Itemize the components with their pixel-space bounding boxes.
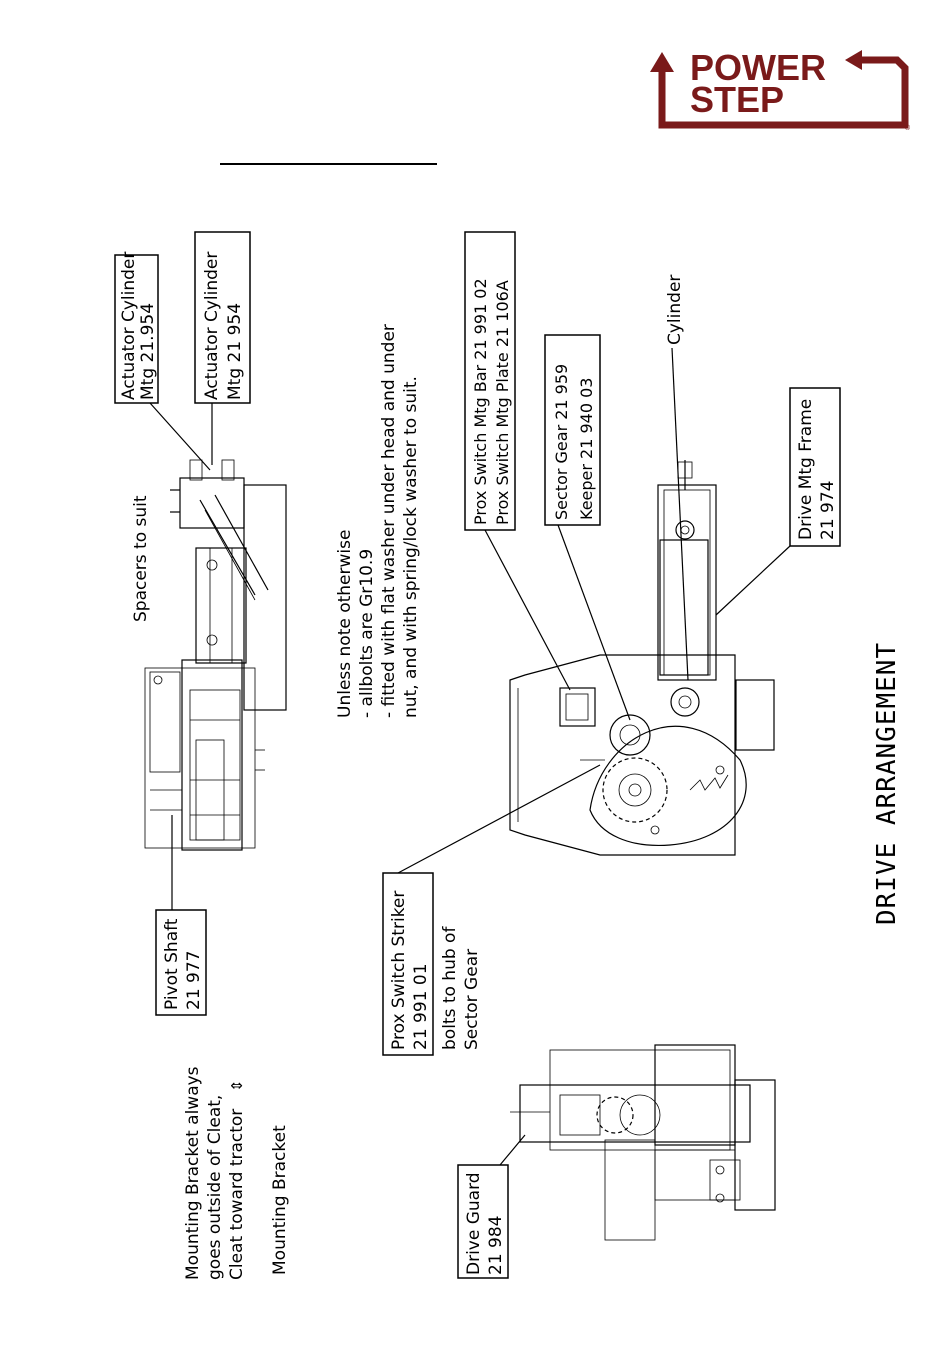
drive-guard-line2: 21 984 — [486, 1216, 506, 1275]
logo-frame-icon — [658, 56, 909, 129]
drive-frame-line1: Drive Mtg Frame — [796, 399, 816, 540]
prox-bar-line1: Prox Switch Mtg Bar 21 991 02 — [471, 278, 490, 525]
bolts-note-line4: nut, and with spring/lock washer to suit… — [401, 376, 421, 718]
label-sector-gear: Sector Gear 21 959 Keeper 21 940 03 — [544, 334, 631, 721]
actuator-a-line1: Actuator Cylinder — [119, 252, 139, 400]
top-view-drawing — [144, 459, 287, 851]
pivot-line1: Pivot Shaft — [162, 918, 182, 1010]
side-view-drawing — [509, 460, 775, 856]
drive-frame-line2: 21 974 — [818, 481, 838, 540]
drive-guard-line1: Drive Guard — [464, 1172, 484, 1275]
prox-bar-line2: Prox Switch Mtg Plate 21 106A — [493, 280, 512, 525]
logo-reg: ® — [904, 124, 911, 132]
bolts-note-line2: - allbolts are Gr10.9 — [357, 549, 377, 718]
spacers-label: Spacers to suit — [131, 495, 151, 622]
actuator-a-line2: Mtg 21.954 — [138, 303, 158, 400]
label-cylinder: Cylinder — [665, 275, 689, 681]
striker-note-line2: Sector Gear — [462, 949, 482, 1050]
drawing-title: DRIVE ARRANGEMENT — [872, 642, 902, 925]
power-step-logo: POWER STEP ® — [650, 47, 911, 132]
striker-line2: 21 991 01 — [411, 963, 431, 1050]
striker-line1: Prox Switch Striker — [389, 891, 409, 1050]
striker-note-line1: bolts to hub of — [440, 926, 460, 1050]
logo-arrow-up-icon — [650, 52, 674, 72]
mounting-note-line3: Cleat toward tractor — [227, 1109, 247, 1280]
logo-line1: POWER — [690, 47, 826, 88]
mounting-note-line2: goes outside of Cleat, — [205, 1095, 225, 1280]
label-drive-guard: Drive Guard 21 984 — [457, 1134, 526, 1279]
actuator-b-line1: Actuator Cylinder — [202, 252, 222, 400]
mounting-bracket-label: Mounting Bracket — [270, 1125, 290, 1275]
sector-line1: Sector Gear 21 959 — [552, 364, 571, 520]
bolts-note-line3: - fitted with flat washer under head and… — [379, 324, 399, 718]
sector-line2: Keeper 21 940 03 — [577, 378, 596, 520]
drive-guard-view-drawing — [510, 1044, 776, 1241]
logo-arrow-left-icon — [845, 50, 862, 70]
label-pivot-shaft: Pivot Shaft 21 977 — [155, 815, 207, 1016]
label-actuator-cylinder-b: Actuator Cylinder Mtg 21 954 — [194, 231, 251, 465]
actuator-b-line2: Mtg 21 954 — [225, 303, 245, 400]
logo-line2: STEP — [690, 79, 784, 120]
cleat-arrow-icon: ⇕ — [228, 1079, 246, 1092]
mounting-note-line1: Mounting Bracket always — [183, 1066, 203, 1280]
cylinder-label: Cylinder — [665, 275, 685, 345]
label-actuator-cylinder-a: Actuator Cylinder Mtg 21.954 — [114, 252, 211, 471]
label-prox-switch-striker: Prox Switch Striker 21 991 01 bolts to h… — [382, 764, 601, 1056]
bolts-note-line1: Unless note otherwise — [335, 530, 355, 718]
pivot-line2: 21 977 — [184, 951, 204, 1010]
label-drive-mtg-frame: Drive Mtg Frame 21 974 — [715, 387, 841, 616]
label-prox-switch-mtg: Prox Switch Mtg Bar 21 991 02 Prox Switc… — [464, 231, 571, 691]
